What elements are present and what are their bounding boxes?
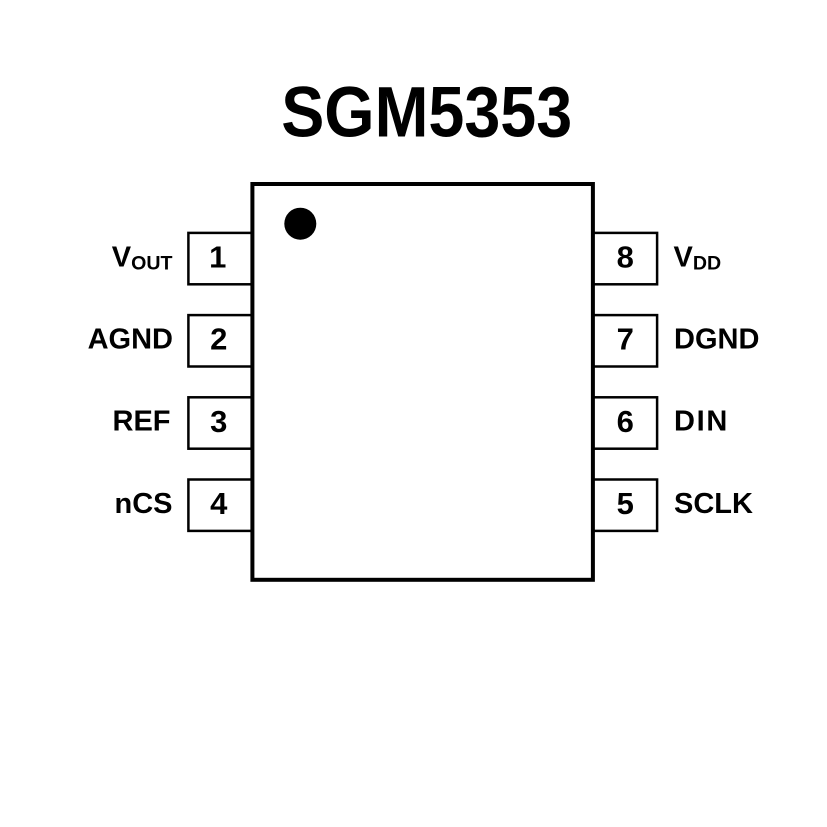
svg-text:REF: REF [113,406,171,438]
svg-text:7: 7 [617,322,634,357]
svg-text:SCLK: SCLK [674,488,753,520]
svg-text:2: 2 [210,322,227,357]
svg-text:DGND: DGND [674,324,759,356]
svg-text:3: 3 [210,404,227,439]
svg-text:6: 6 [617,404,634,439]
svg-text:1: 1 [209,239,226,274]
svg-text:SGM5353: SGM5353 [281,74,572,153]
svg-text:nCS: nCS [115,488,173,520]
svg-text:8: 8 [617,239,634,274]
svg-text:AGND: AGND [88,324,173,356]
svg-text:4: 4 [210,486,228,521]
svg-text:5: 5 [617,486,634,521]
svg-text:DIN: DIN [674,406,729,438]
